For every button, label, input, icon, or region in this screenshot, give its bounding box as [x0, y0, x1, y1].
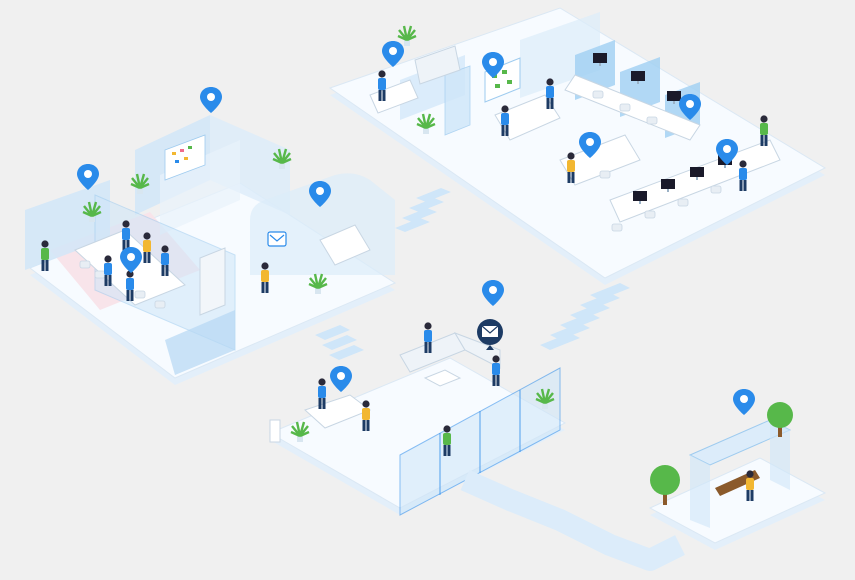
bus-stop-area: [648, 389, 827, 550]
tree-icon: [650, 465, 680, 505]
walkway-stairs-left: [315, 325, 364, 360]
reception-lobby-area: [268, 280, 567, 516]
meeting-rooms-area: [25, 87, 397, 385]
mail-notification-small[interactable]: [267, 231, 287, 247]
walkway-stairs-upper: [395, 188, 451, 232]
walkway-path: [460, 469, 685, 571]
tree-icon: [767, 402, 793, 437]
workspace-area: [328, 7, 827, 285]
mail-notification-badge[interactable]: [477, 319, 503, 350]
walkway-stairs-right: [540, 283, 630, 350]
